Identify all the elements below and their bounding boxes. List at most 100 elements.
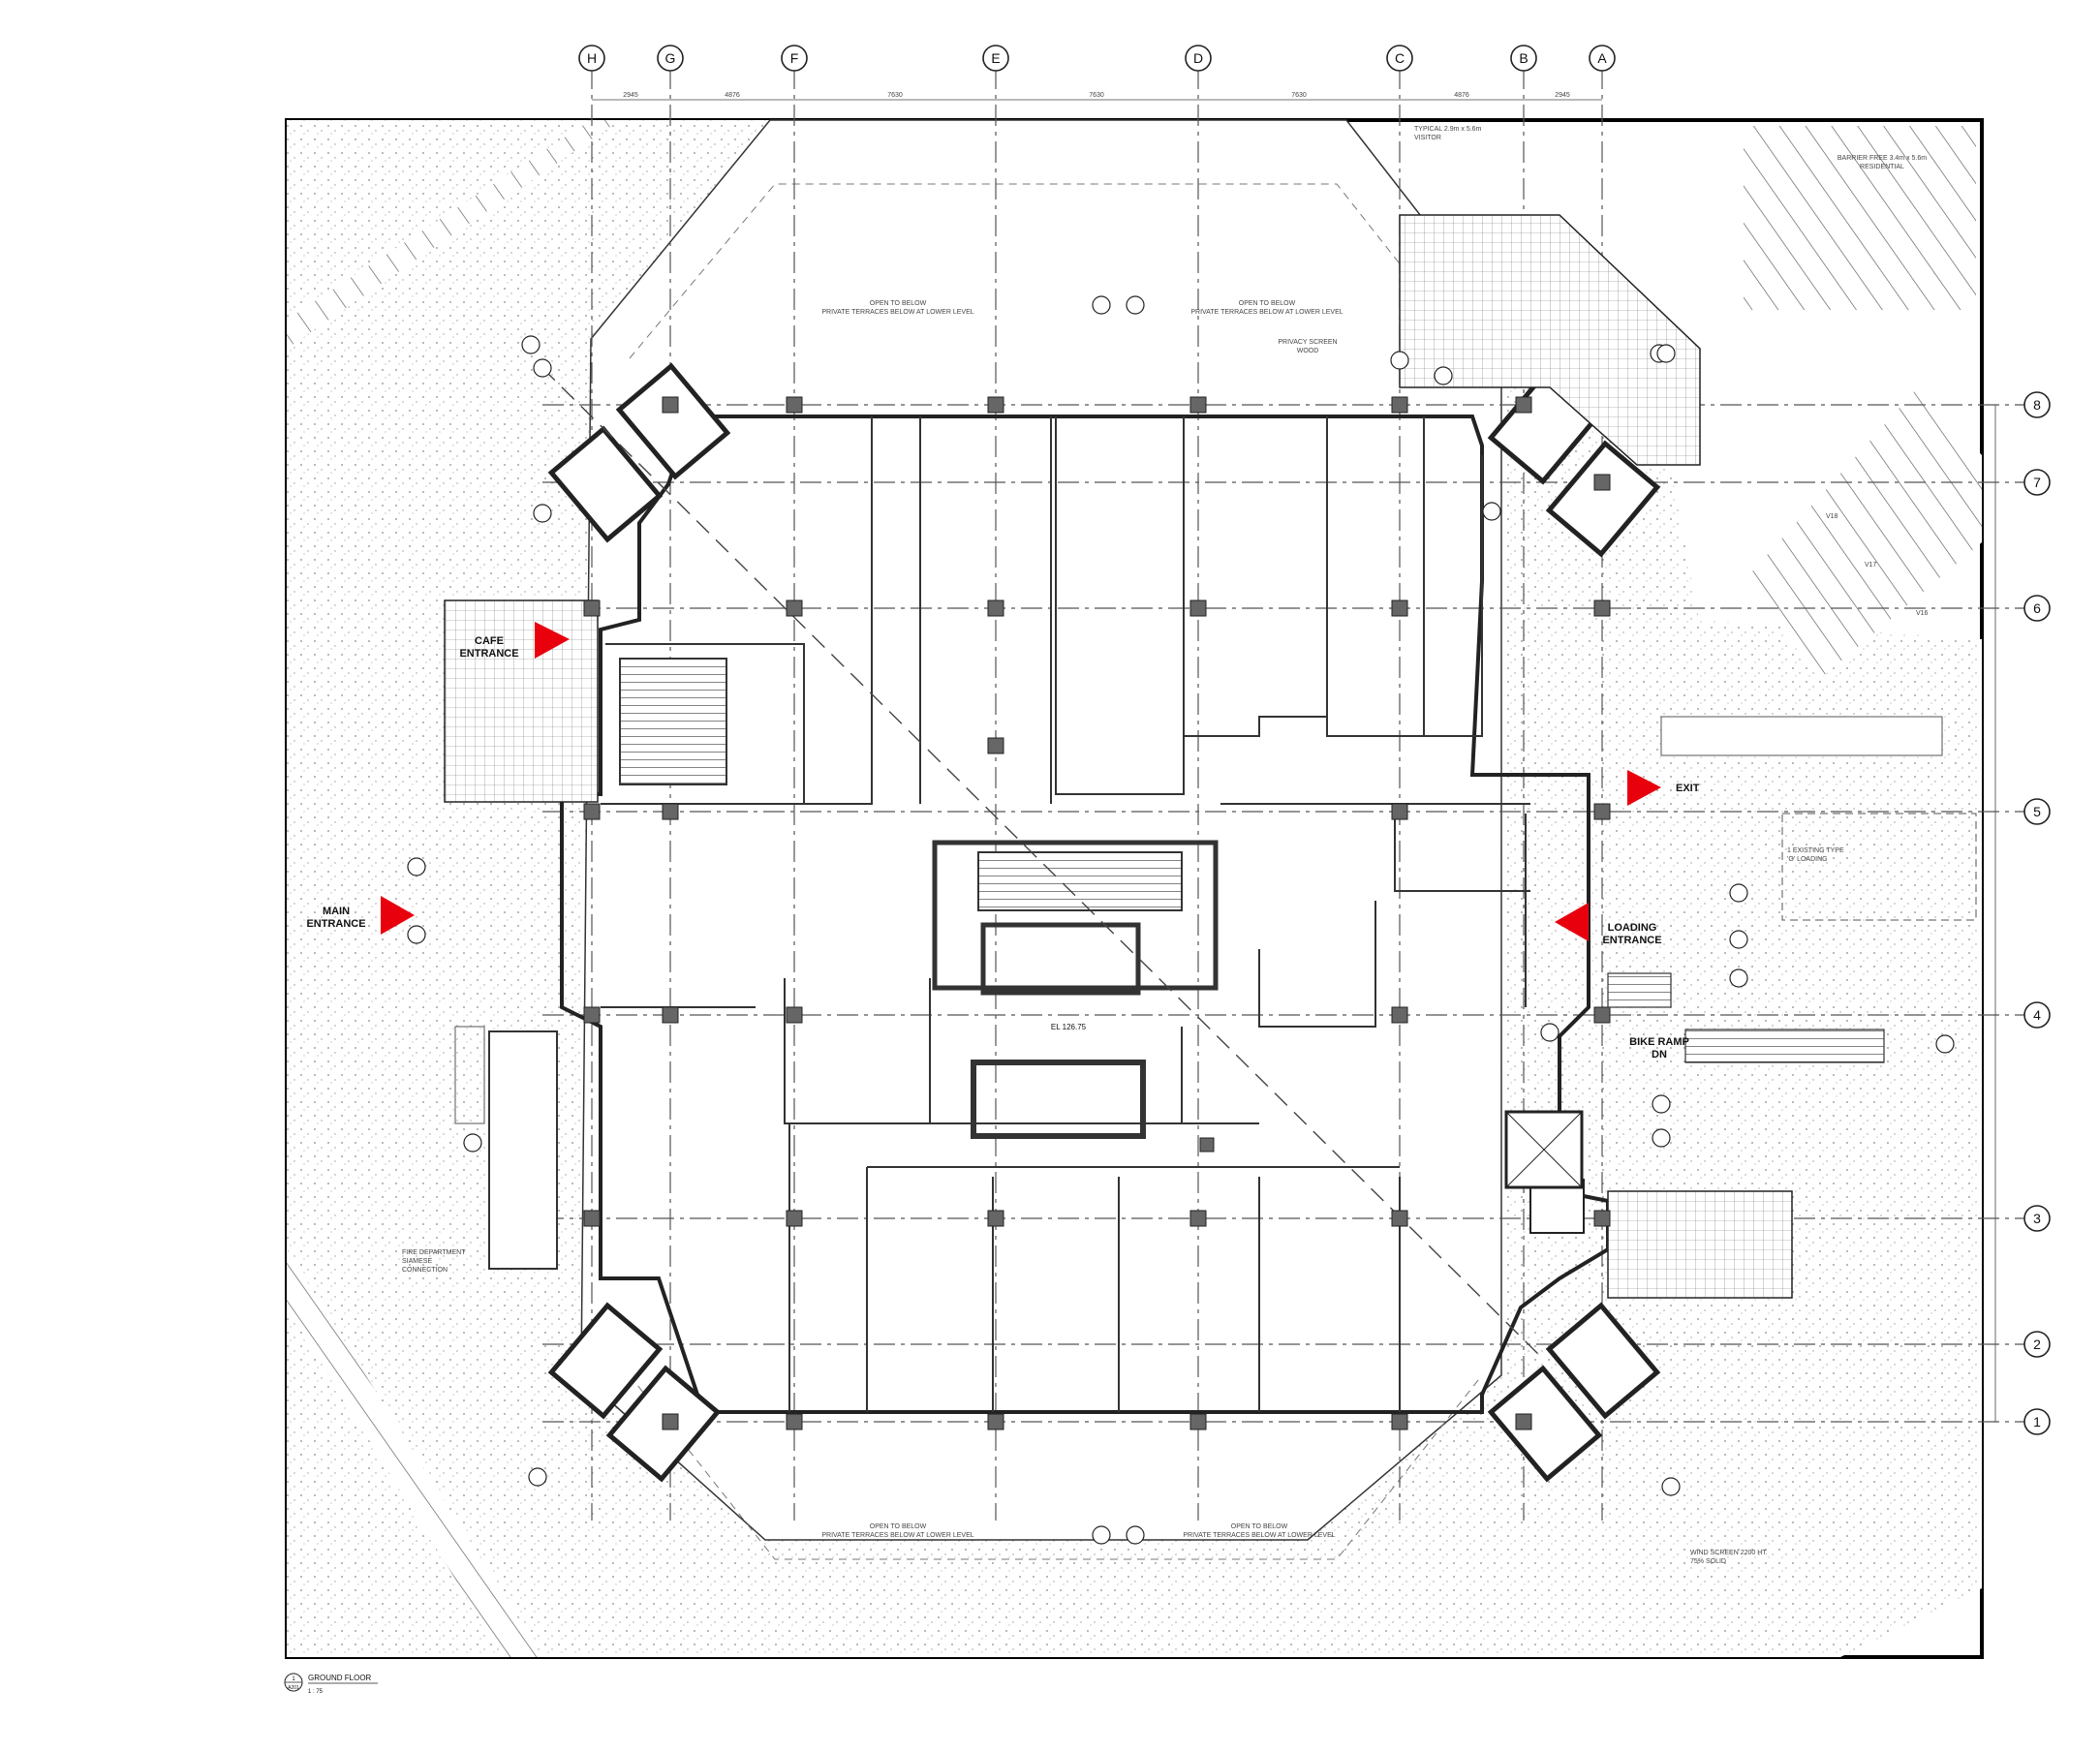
- drawing-title: GROUND FLOOR: [308, 1674, 372, 1682]
- grid-label: E: [991, 50, 1000, 66]
- cafe-entrance-label: CAFE: [475, 635, 504, 647]
- grid-bubble-A: [1589, 45, 1616, 72]
- driveway-edge: [1660, 716, 1943, 756]
- loading-entrance-label: LOADING: [1608, 922, 1657, 934]
- parking-stall-tag: V16: [1916, 610, 1929, 617]
- privacy-screen-note: WOOD: [1297, 348, 1319, 354]
- diagonal-hatch-strip: [287, 1249, 542, 1657]
- grid-bubble-4: [2023, 1001, 2051, 1029]
- svg-text:3: 3: [2033, 1211, 2041, 1226]
- title-number: 1: [292, 1676, 295, 1682]
- fire-connection-note: FIRE DEPARTMENT: [402, 1249, 466, 1256]
- bike-ramp: [1684, 1029, 1885, 1063]
- parking-note: RESIDENTIAL: [1860, 164, 1904, 170]
- northeast-terrace: [1399, 214, 1701, 466]
- svg-text:7630: 7630: [1291, 92, 1307, 99]
- bike-ramp-label: DN: [1652, 1049, 1667, 1060]
- cafe-terrace: [444, 599, 599, 803]
- stair-west: [619, 658, 727, 785]
- parking-hatch-area: [1744, 126, 1976, 310]
- column-dimensions: 2945 4876 7630 7630 7630 4876 2945: [592, 92, 1602, 101]
- svg-text:8: 8: [2033, 397, 2041, 413]
- loading-type-note: 1 EXISTING TYPE: [1787, 847, 1844, 854]
- main-entrance-arrow: [381, 896, 415, 935]
- grid-bubble-F: [781, 45, 808, 72]
- grid-bubble-8: [2023, 391, 2051, 418]
- fire-connection-note: CONNECTION: [402, 1267, 448, 1274]
- svg-text:4: 4: [2033, 1007, 2041, 1023]
- open-below-note: OPEN TO BELOW: [1231, 1523, 1288, 1530]
- loading-steps: [1607, 972, 1672, 1008]
- title-sheet: A201: [288, 1685, 299, 1691]
- open-below-note: OPEN TO BELOW: [870, 1523, 927, 1530]
- row-grid-bubbles: 8 7 6 5 4 3 2 1: [1994, 391, 2051, 1435]
- diagonal-reference-line: [541, 367, 1541, 1357]
- loading-type-note: 'G' LOADING: [1787, 856, 1828, 863]
- loading-entrance-arrow: [1555, 903, 1589, 941]
- elevation-tag: EL 126.75: [1051, 1023, 1087, 1031]
- grid-bubble-7: [2023, 469, 2051, 496]
- grid-bubble-3: [2023, 1205, 2051, 1232]
- diagonal-hatch-strip: [287, 120, 620, 349]
- ramp-west: [488, 1030, 558, 1270]
- exit-label: EXIT: [1676, 783, 1700, 794]
- grid-bubble-1: [2023, 1408, 2051, 1435]
- svg-text:2945: 2945: [623, 92, 638, 99]
- svg-text:4876: 4876: [1454, 92, 1469, 99]
- open-below-note: PRIVATE TERRACES BELOW AT LOWER LEVEL: [821, 309, 973, 316]
- open-below-note: PRIVATE TERRACES BELOW AT LOWER LEVEL: [1183, 1532, 1335, 1539]
- east-terrace: [1607, 1190, 1793, 1299]
- grid-bubble-E: [982, 45, 1009, 72]
- grid-bubble-D: [1185, 45, 1212, 72]
- wind-screen-note: 75% SOLID: [1690, 1558, 1726, 1565]
- section-markers: [407, 295, 1955, 1545]
- grid-label: F: [790, 50, 799, 66]
- parking-note: TYPICAL 2.9m x 5.6m: [1414, 126, 1482, 133]
- grid-label: A: [1597, 50, 1607, 66]
- loading-entrance-label: ENTRANCE: [1602, 935, 1661, 946]
- open-below-note: OPEN TO BELOW: [1239, 300, 1296, 307]
- parking-note: BARRIER FREE 3.4m x 5.6m: [1838, 155, 1927, 162]
- wind-screen-note: WIND SCREEN 2200 HT.: [1690, 1550, 1768, 1556]
- bike-ramp-label: BIKE RAMP: [1629, 1036, 1689, 1048]
- open-below-note: PRIVATE TERRACES BELOW AT LOWER LEVEL: [821, 1532, 973, 1539]
- central-core: [932, 840, 1219, 1139]
- svg-text:1: 1: [2033, 1414, 2041, 1429]
- svg-text:5: 5: [2033, 804, 2041, 819]
- grid-label: D: [1193, 50, 1203, 66]
- grid-bubble-5: [2023, 798, 2051, 825]
- parking-stall-tag: V18: [1826, 513, 1838, 520]
- svg-text:2: 2: [2033, 1337, 2041, 1352]
- svg-text:6: 6: [2033, 600, 2041, 616]
- cafe-entrance-arrow: [535, 622, 570, 659]
- open-below-bottom: [629, 1374, 1483, 1560]
- svg-text:7630: 7630: [887, 92, 903, 99]
- structural-columns: [583, 396, 1611, 1430]
- drawing-title-block: 1 A201 GROUND FLOOR 1 : 75: [284, 1673, 378, 1695]
- svg-text:7630: 7630: [1089, 92, 1104, 99]
- column-grid-bubbles: H G F E D C B A: [578, 45, 1616, 72]
- fire-connection-note: SIAMESE: [402, 1258, 432, 1265]
- open-below-note: OPEN TO BELOW: [870, 300, 927, 307]
- svg-text:2945: 2945: [1555, 92, 1570, 99]
- parking-stall-tag: V17: [1865, 562, 1877, 569]
- privacy-screen-note: PRIVACY SCREEN: [1278, 339, 1337, 346]
- parking-stalls-hatch: [1744, 387, 1982, 678]
- main-entrance-label: ENTRANCE: [306, 918, 365, 930]
- grid-bubble-G: [657, 45, 684, 72]
- parking-note: VISITOR: [1414, 135, 1441, 141]
- main-entrance-label: MAIN: [323, 906, 350, 917]
- grid-bubble-H: [578, 45, 605, 72]
- exit-arrow: [1627, 770, 1661, 806]
- drawing-scale: 1 : 75: [308, 1689, 324, 1695]
- open-below-top: [629, 183, 1483, 369]
- loading-space: [1781, 813, 1977, 921]
- grid-label: B: [1519, 50, 1528, 66]
- cafe-entrance-label: ENTRANCE: [459, 648, 518, 660]
- grid-label: G: [665, 50, 676, 66]
- grid-bubble-C: [1386, 45, 1413, 72]
- building-walls: [560, 415, 1610, 1414]
- podium-outline: [580, 119, 1502, 1541]
- grid-bubble-B: [1510, 45, 1537, 72]
- grid-bubble-6: [2023, 595, 2051, 622]
